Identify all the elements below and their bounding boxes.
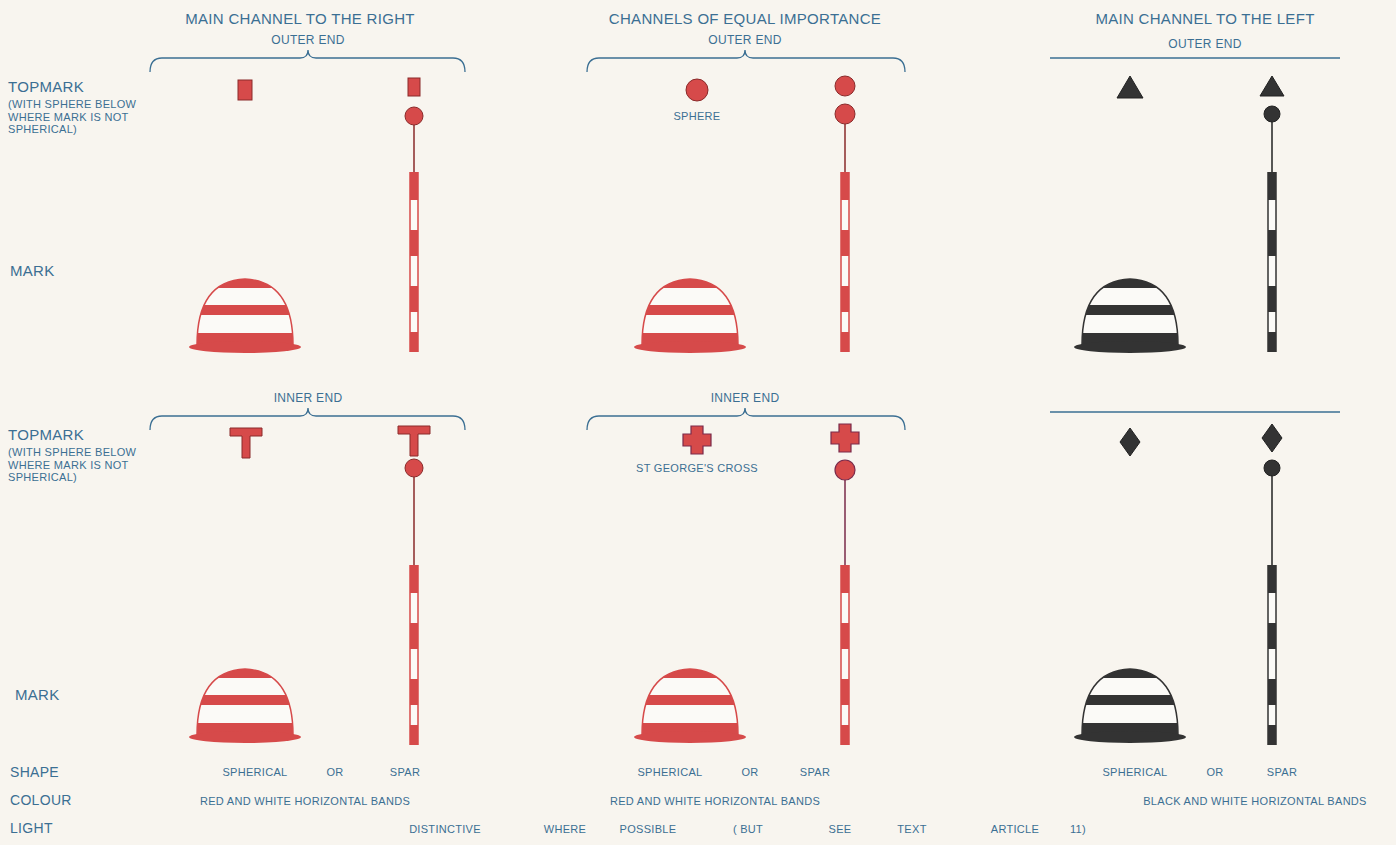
shape-name: SPAR xyxy=(800,766,830,779)
shape-name: SPAR xyxy=(390,766,420,779)
light-note: DISTINCTIVE xyxy=(409,823,481,836)
colour-description: RED AND WHITE HORIZONTAL BANDS xyxy=(610,795,820,808)
row-label: SHAPE xyxy=(10,764,59,780)
end-label: INNER END xyxy=(711,392,780,406)
can-topmark xyxy=(238,78,423,172)
column-heading: CHANNELS OF EQUAL IMPORTANCE xyxy=(609,10,881,27)
spar-buoy xyxy=(410,565,418,745)
cross-topmark xyxy=(683,424,859,565)
spar-buoy xyxy=(1268,172,1276,352)
light-note: ( BUT xyxy=(733,823,763,836)
spherical-buoy xyxy=(185,275,305,355)
bracket xyxy=(150,50,1340,430)
light-note: POSSIBLE xyxy=(620,823,677,836)
topmark-name: SPHERE xyxy=(673,110,720,123)
row-label: MARK xyxy=(10,262,55,279)
light-note: 11) xyxy=(1070,823,1086,836)
row-note: (WITH SPHERE BELOW WHERE MARK IS NOT SPH… xyxy=(8,446,143,484)
light-note: SEE xyxy=(829,823,852,836)
colour-description: RED AND WHITE HORIZONTAL BANDS xyxy=(200,795,410,808)
shape-name: OR xyxy=(326,766,343,779)
row-note: (WITH SPHERE BELOW WHERE MARK IS NOT SPH… xyxy=(8,98,143,136)
row-label: LIGHT xyxy=(10,820,53,836)
column-heading: MAIN CHANNEL TO THE LEFT xyxy=(1095,10,1314,27)
end-label: OUTER END xyxy=(1168,38,1241,52)
row-label: TOPMARK xyxy=(8,426,84,443)
spar-buoy xyxy=(841,565,849,745)
cone-topmark xyxy=(1117,76,1284,172)
shape-name: OR xyxy=(1206,766,1223,779)
end-label: INNER END xyxy=(274,392,343,406)
spherical-buoy xyxy=(185,665,305,745)
spar-buoy xyxy=(1268,565,1276,745)
shape-name: SPHERICAL xyxy=(637,766,702,779)
light-note: WHERE xyxy=(544,823,586,836)
spherical-buoy xyxy=(630,665,750,745)
shape-name: SPHERICAL xyxy=(1102,766,1167,779)
column-heading: MAIN CHANNEL TO THE RIGHT xyxy=(185,10,414,27)
row-label: COLOUR xyxy=(10,792,72,808)
spherical-buoy xyxy=(1070,275,1190,355)
light-note: ARTICLE xyxy=(991,823,1039,836)
shape-name: OR xyxy=(741,766,758,779)
light-note: TEXT xyxy=(897,823,926,836)
colour-description: BLACK AND WHITE HORIZONTAL BANDS xyxy=(1143,795,1367,808)
shape-name: SPAR xyxy=(1267,766,1297,779)
t-topmark xyxy=(230,426,430,565)
end-label: OUTER END xyxy=(708,34,781,48)
spar-buoy xyxy=(410,172,418,352)
spar-buoy xyxy=(841,172,849,352)
row-label: TOPMARK xyxy=(8,78,84,95)
shape-name: SPHERICAL xyxy=(222,766,287,779)
spherical-buoy xyxy=(1070,665,1190,745)
sphere-topmark xyxy=(686,76,855,172)
topmark-name: ST GEORGE'S CROSS xyxy=(636,462,758,475)
row-label: MARK xyxy=(15,686,60,703)
spherical-buoy xyxy=(630,275,750,355)
diamond-topmark xyxy=(1120,424,1282,565)
end-label: OUTER END xyxy=(271,34,344,48)
